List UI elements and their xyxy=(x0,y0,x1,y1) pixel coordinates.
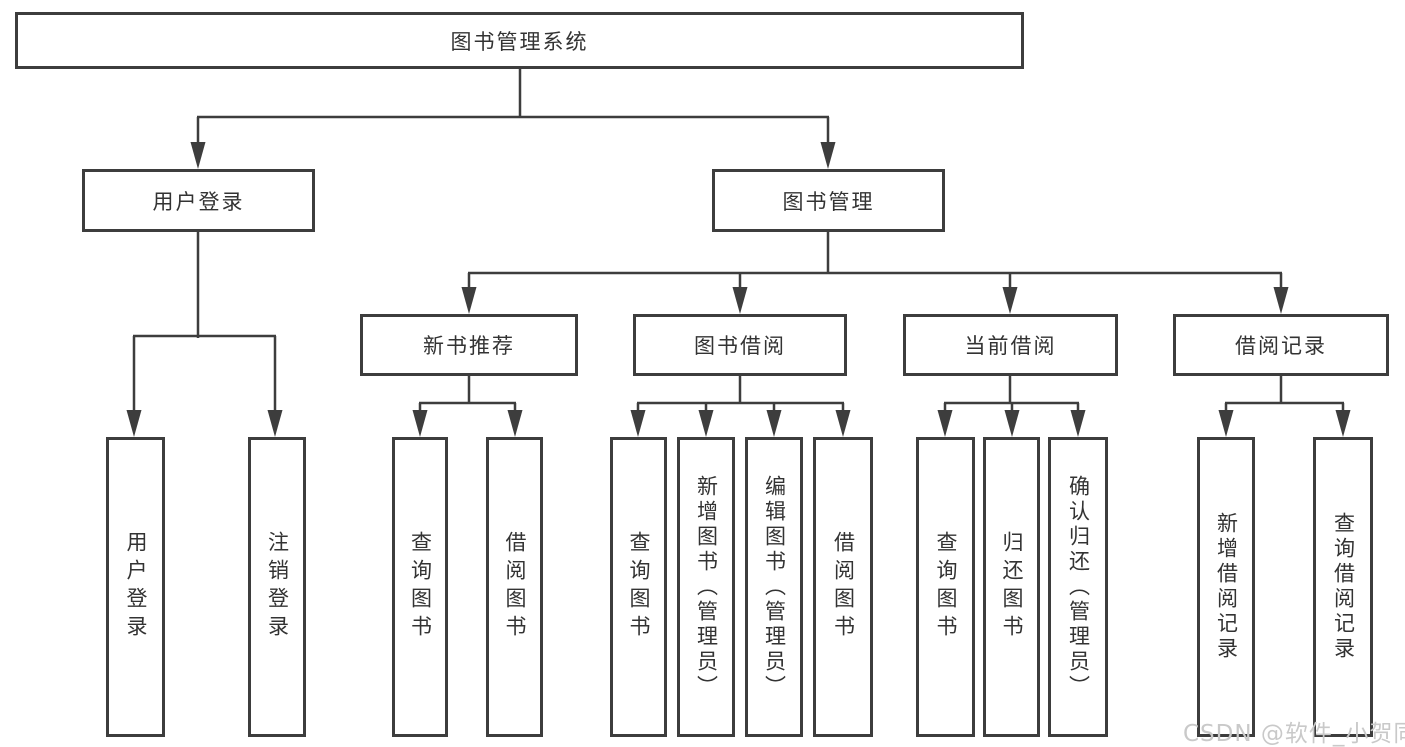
node-current-borrow-label: 当前借阅 xyxy=(964,334,1057,358)
arrow-down-icon xyxy=(461,287,477,314)
leaf-label: 查询图书 xyxy=(934,531,958,643)
arrow-down-icon xyxy=(835,410,851,437)
leaf-add-borrow-record: 新增借阅记录 xyxy=(1197,437,1255,737)
node-new-book-recommend: 新书推荐 xyxy=(360,314,578,376)
arrow-down-icon xyxy=(126,410,142,437)
leaf-confirm-return-admin: 确认归还（管理员） xyxy=(1048,437,1108,737)
arrow-down-icon xyxy=(1335,410,1351,437)
arrow-down-icon xyxy=(190,142,206,169)
leaf-return-books: 归还图书 xyxy=(983,437,1040,737)
node-new-book-recommend-label: 新书推荐 xyxy=(423,334,515,358)
leaf-label: 借阅图书 xyxy=(503,531,527,643)
leaf-label: 借阅图书 xyxy=(831,531,856,643)
arrow-down-icon xyxy=(937,410,953,437)
leaf-label: 归还图书 xyxy=(1000,531,1024,643)
arrow-down-icon xyxy=(1002,287,1018,314)
leaf-label: 新增图书（管理员） xyxy=(694,474,719,700)
node-borrow-records: 借阅记录 xyxy=(1173,314,1389,376)
leaf-label: 用户登录 xyxy=(124,531,148,643)
connector-lines xyxy=(132,69,1345,412)
node-borrow-records-label: 借阅记录 xyxy=(1235,334,1327,358)
leaf-borrow-books-recommend: 借阅图书 xyxy=(486,437,543,737)
arrowhead-icons xyxy=(126,142,1351,437)
node-user-login-label: 用户登录 xyxy=(152,189,245,214)
node-book-management: 图书管理 xyxy=(712,169,945,232)
node-current-borrow: 当前借阅 xyxy=(903,314,1118,376)
arrow-down-icon xyxy=(1273,287,1289,314)
node-book-management-label: 图书管理 xyxy=(782,189,875,214)
leaf-label: 查询图书 xyxy=(408,531,433,643)
leaf-logout: 注销登录 xyxy=(248,437,306,737)
leaf-label: 注销登录 xyxy=(265,531,290,643)
leaf-search-books-recommend: 查询图书 xyxy=(392,437,448,737)
leaf-label: 查询图书 xyxy=(627,531,651,643)
node-user-login: 用户登录 xyxy=(82,169,315,232)
arrow-down-icon xyxy=(412,410,428,437)
arrow-down-icon xyxy=(820,142,836,169)
arrow-down-icon xyxy=(1004,410,1020,437)
leaf-label: 编辑图书（管理员） xyxy=(762,474,787,700)
leaf-label: 查询借阅记录 xyxy=(1331,512,1356,662)
leaf-label: 确认归还（管理员） xyxy=(1066,474,1091,700)
node-book-borrow-label: 图书借阅 xyxy=(694,334,786,358)
csdn-watermark: CSDN @软件_小贺同学 xyxy=(1183,721,1405,747)
arrow-down-icon xyxy=(630,410,646,437)
arrow-down-icon xyxy=(507,410,523,437)
leaf-user-login: 用户登录 xyxy=(106,437,165,737)
node-book-borrow: 图书借阅 xyxy=(633,314,847,376)
arrow-down-icon xyxy=(267,410,283,437)
node-root: 图书管理系统 xyxy=(15,12,1024,69)
arrow-down-icon xyxy=(732,287,748,314)
arrow-down-icon xyxy=(698,410,714,437)
leaf-search-books-borrow: 查询图书 xyxy=(610,437,667,737)
arrow-down-icon xyxy=(766,410,782,437)
leaf-edit-books-admin: 编辑图书（管理员） xyxy=(745,437,803,737)
arrow-down-icon xyxy=(1218,410,1234,437)
leaf-add-books-admin: 新增图书（管理员） xyxy=(677,437,735,737)
leaf-label: 新增借阅记录 xyxy=(1214,512,1239,662)
leaf-borrow-books: 借阅图书 xyxy=(813,437,873,737)
arrow-down-icon xyxy=(1070,410,1086,437)
leaf-search-books-current: 查询图书 xyxy=(916,437,975,737)
node-root-label: 图书管理系统 xyxy=(450,29,589,54)
leaf-search-borrow-record: 查询借阅记录 xyxy=(1313,437,1373,737)
